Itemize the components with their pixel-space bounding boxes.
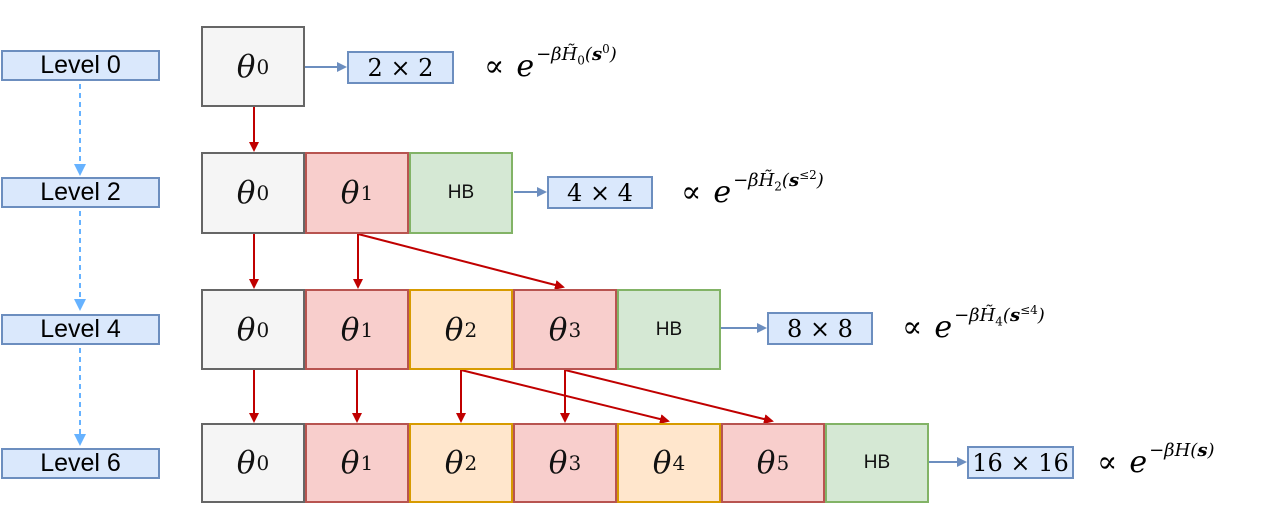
theta-index: 2	[464, 317, 478, 342]
hamiltonian-index: 2	[774, 179, 782, 194]
exponent: −βH̃4(s≤4)	[954, 303, 1045, 329]
theta-symbol: θ	[548, 311, 568, 348]
hamiltonian-symbol: H̃	[561, 44, 578, 65]
proportional-symbol: ∝	[681, 175, 702, 210]
exponent: −βH̃2(s≤2)	[733, 168, 824, 194]
spin-symbol: s	[591, 44, 603, 65]
exp-base: e	[713, 175, 732, 210]
level-6-label: Level 6	[1, 448, 160, 479]
theta-index: 5	[776, 451, 790, 475]
spin-superscript: ≤2	[799, 168, 817, 182]
theta-symbol: θ	[236, 175, 256, 211]
hamiltonian-symbol: H̃	[758, 170, 775, 191]
theta-index: 0	[256, 181, 270, 205]
theta-index: 3	[568, 317, 582, 342]
theta-index: 1	[360, 451, 374, 475]
red-arrow	[564, 369, 774, 424]
hb-cell: HB	[825, 423, 929, 503]
proportional-symbol: ∝	[1097, 445, 1118, 480]
boltzmann-formula: ∝ e−βH(s)	[1097, 442, 1214, 480]
level-0-label: Level 0	[1, 50, 160, 81]
theta-index: 2	[464, 451, 478, 475]
spin-symbol: s	[788, 170, 800, 191]
exponent-core: −β	[733, 170, 759, 191]
exp-base: e	[516, 49, 535, 84]
hb-cell: HB	[617, 289, 721, 370]
lattice-size-box: 8 × 8	[767, 312, 873, 345]
spin-superscript: 0	[602, 42, 610, 56]
boltzmann-formula: ∝ e−βH̃4(s≤4)	[902, 304, 1045, 345]
theta-index: 1	[360, 317, 374, 342]
hamiltonian-index: 4	[995, 314, 1003, 329]
exponent-core: −β	[536, 44, 562, 65]
exp-base: e	[1129, 445, 1148, 480]
red-arrow	[460, 369, 670, 424]
exponent-core: −β	[954, 305, 980, 326]
exponent-core: −β	[1149, 440, 1175, 461]
theta-symbol: θ	[340, 175, 360, 211]
hamiltonian-symbol: H	[1174, 440, 1191, 461]
hb-cell: HB	[409, 152, 513, 234]
spin-superscript: ≤4	[1020, 303, 1038, 317]
theta-symbol: θ	[444, 445, 464, 481]
hamiltonian-symbol: H̃	[979, 305, 996, 326]
proportional-symbol: ∝	[902, 310, 923, 345]
theta-symbol: θ	[340, 445, 360, 481]
red-arrow	[357, 233, 565, 290]
theta-symbol: θ	[236, 311, 256, 348]
spin-symbol: s	[1009, 305, 1021, 326]
lattice-size-box: 16 × 16	[967, 446, 1074, 479]
boltzmann-formula: ∝ e−βH̃0(s0)	[484, 43, 617, 84]
spin-symbol: s	[1197, 440, 1208, 461]
proportional-symbol: ∝	[484, 49, 505, 84]
theta-index: 4	[672, 451, 686, 475]
exponent: −βH̃0(s0)	[536, 42, 617, 68]
exponent: −βH(s)	[1149, 440, 1215, 461]
lattice-size-box: 2 × 2	[347, 51, 454, 84]
level-4-label: Level 4	[1, 314, 160, 345]
level-2-label: Level 2	[1, 177, 160, 208]
theta-symbol: θ	[236, 48, 256, 85]
exp-base: e	[934, 310, 953, 345]
theta-symbol: θ	[756, 445, 776, 481]
theta-symbol: θ	[548, 445, 568, 481]
boltzmann-formula: ∝ e−βH̃2(s≤2)	[681, 169, 824, 210]
theta-index: 3	[568, 451, 582, 475]
theta-symbol: θ	[652, 445, 672, 481]
theta-symbol: θ	[236, 445, 256, 481]
theta-index: 0	[256, 54, 270, 79]
theta-index: 0	[256, 451, 270, 475]
theta-index: 0	[256, 317, 270, 342]
hamiltonian-index: 0	[577, 53, 585, 68]
theta-index: 1	[360, 181, 374, 205]
theta-symbol: θ	[340, 311, 360, 348]
lattice-size-box: 4 × 4	[547, 176, 653, 209]
theta-symbol: θ	[444, 311, 464, 348]
